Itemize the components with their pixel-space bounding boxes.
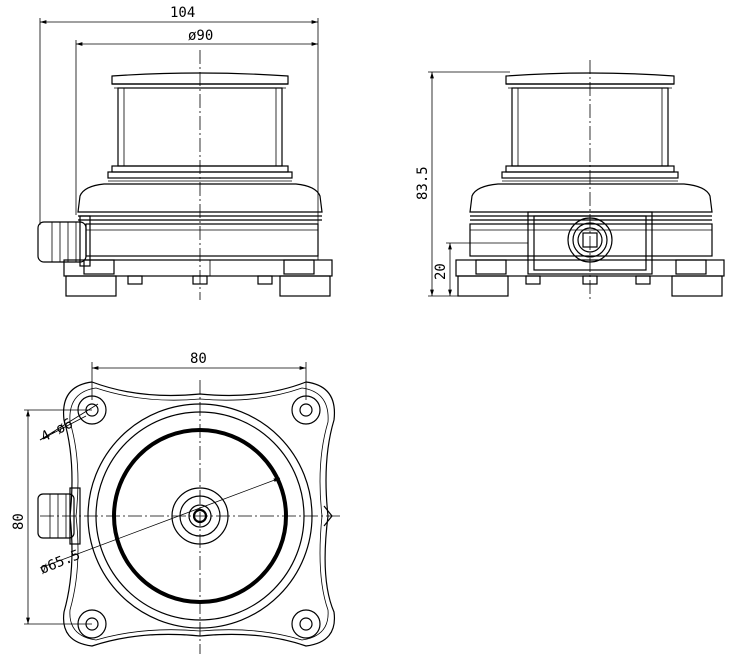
dimension-20: 20 <box>433 242 528 296</box>
dimension-83-5: 83.5 <box>415 71 510 297</box>
dimension-80-horizontal: 80 <box>91 351 307 400</box>
cable-gland-front <box>37 215 91 267</box>
dimension-dia-90: ø90 <box>75 28 318 215</box>
top-view: 80 80 <box>11 351 340 654</box>
cable-gland-top <box>37 487 81 545</box>
dimension-80-vertical: 80 <box>11 409 92 625</box>
dim-label-104: 104 <box>170 5 195 21</box>
dim-label-80-left: 80 <box>11 513 27 530</box>
dim-label-83-5: 83.5 <box>415 166 431 200</box>
dim-label-dia-65-5: ø65.5 <box>38 547 83 578</box>
mount-hole-bottom-left <box>77 609 107 639</box>
connector-housing-side <box>527 211 653 275</box>
side-view: 83.5 20 <box>415 60 725 300</box>
dim-label-4-dia-6: 4-ø6 <box>38 416 75 446</box>
mount-hole-bottom-right <box>291 609 321 639</box>
mount-hole-top-left <box>77 395 107 425</box>
dim-label-dia-90: ø90 <box>188 28 213 44</box>
mount-hole-top-right <box>291 395 321 425</box>
dim-label-20: 20 <box>433 263 449 280</box>
dim-label-80-top: 80 <box>190 351 207 367</box>
front-view: 104 ø90 <box>37 5 333 300</box>
